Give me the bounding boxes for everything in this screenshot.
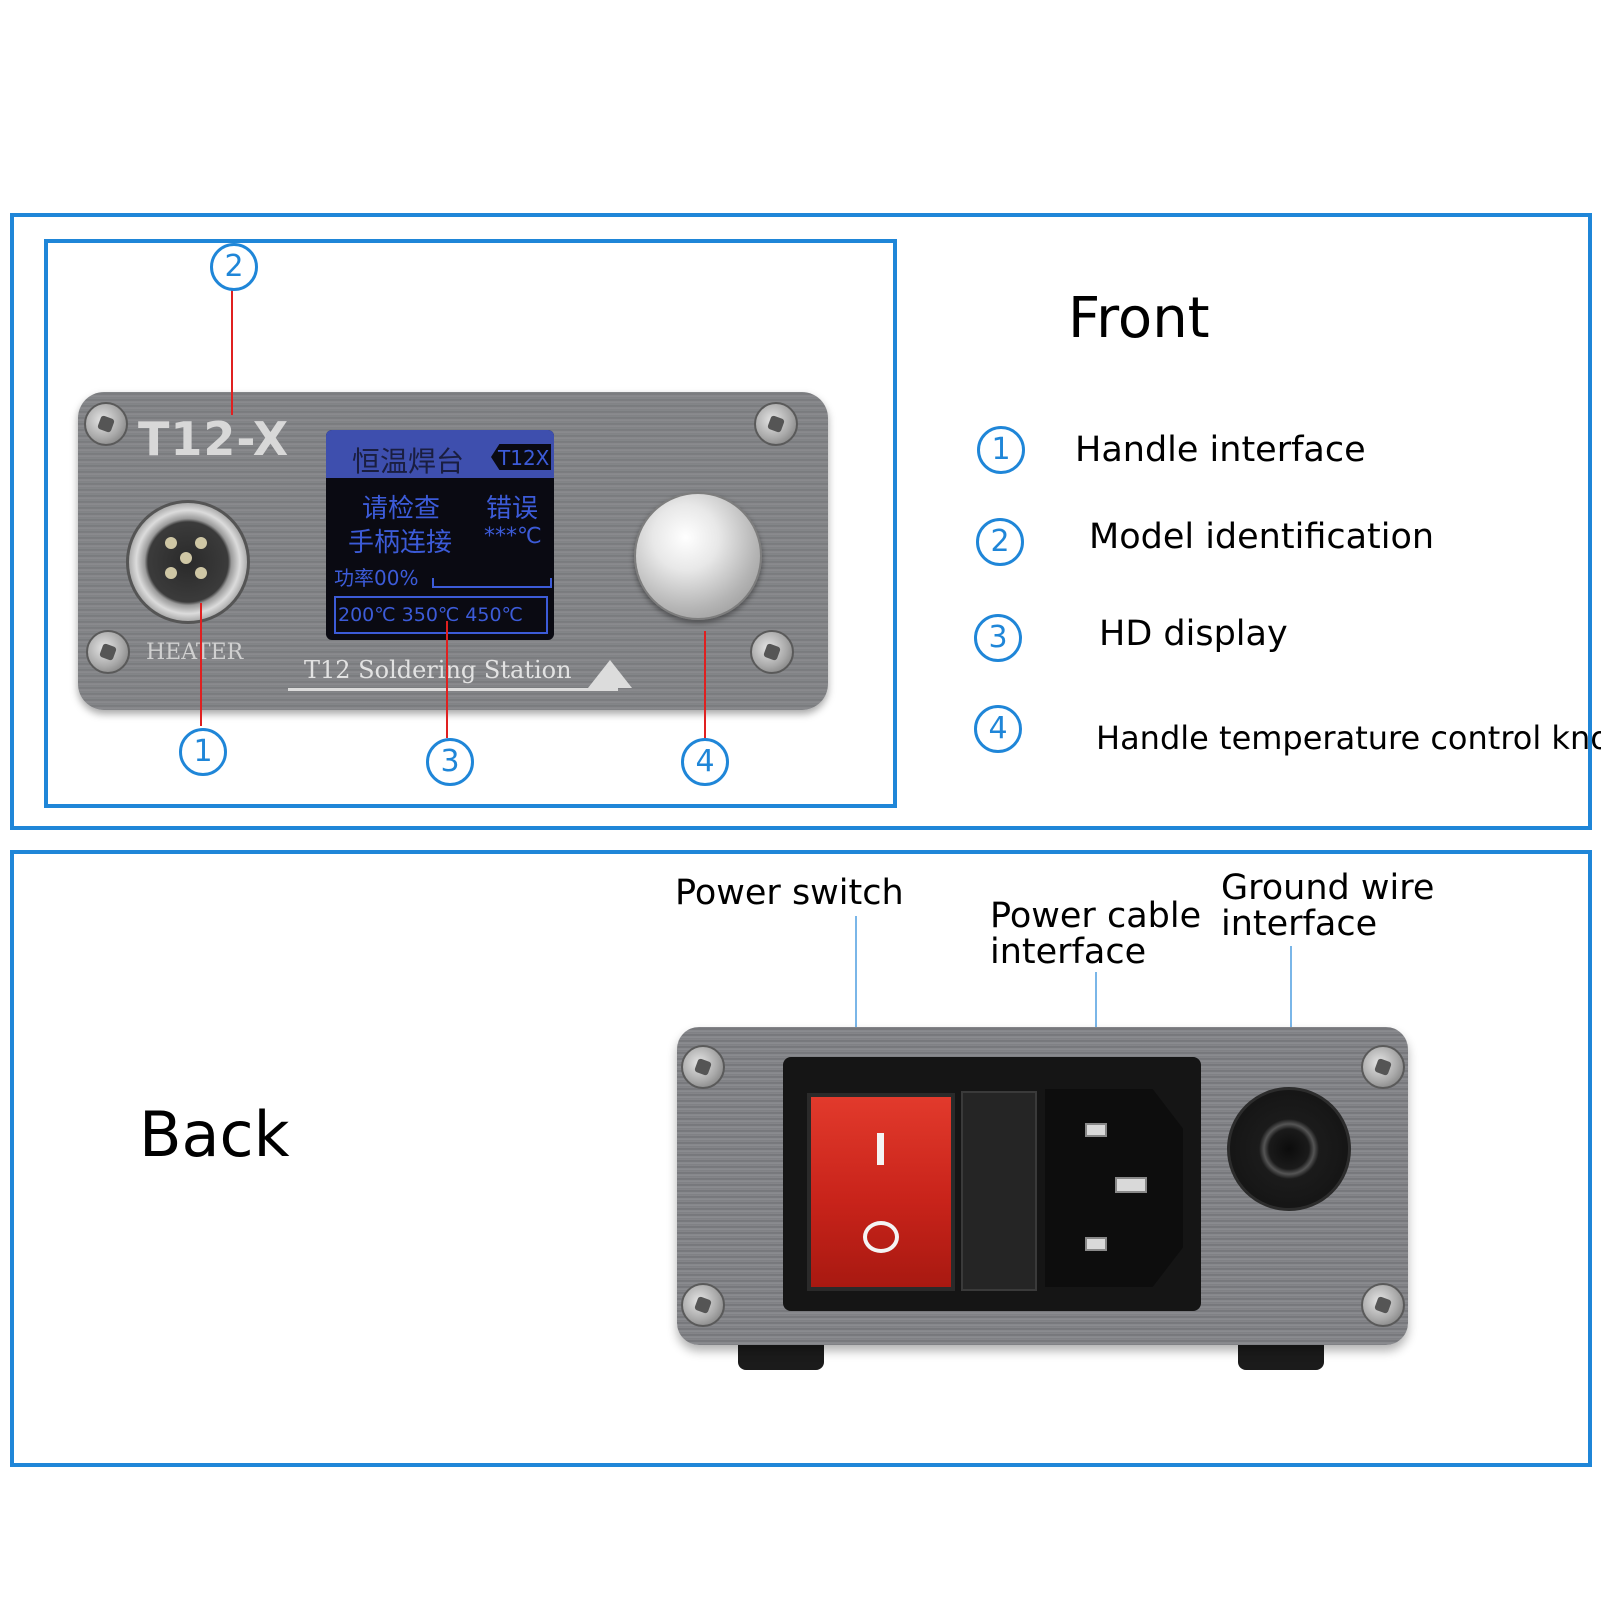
back-section-frame	[10, 850, 1592, 1467]
handle-interface-connector	[126, 500, 250, 624]
device-foot	[738, 1340, 824, 1370]
iec-pin	[1085, 1237, 1107, 1251]
front-photo-frame	[44, 239, 897, 808]
switch-off-mark	[863, 1221, 899, 1253]
leader-ground-wire	[1290, 946, 1292, 1096]
power-cable-label-line2: interface	[990, 932, 1147, 972]
legend-label-1: Handle interface	[1075, 430, 1366, 470]
connector-pin	[195, 567, 207, 579]
model-identification: T12-X	[138, 412, 290, 466]
connector-pin	[180, 552, 192, 564]
front-title: Front	[1068, 286, 1210, 351]
lcd-line1-left: 请检查	[362, 494, 441, 524]
callout-3: 3	[426, 738, 474, 786]
hd-display: 恒温焊台 T12X 请检查 错误 手柄连接 ***℃ 功率00% 200℃ 35…	[326, 430, 554, 640]
fuse-drawer	[961, 1091, 1037, 1291]
connector-pin	[165, 567, 177, 579]
temperature-control-knob	[634, 492, 762, 620]
connector-pin	[165, 537, 177, 549]
screw-icon	[1361, 1283, 1405, 1327]
screw-icon	[681, 1045, 725, 1089]
lcd-preset-box	[334, 596, 548, 634]
leader-power-switch	[855, 916, 857, 1101]
screw-icon	[84, 402, 128, 446]
callout-2: 2	[210, 243, 258, 291]
connector-pin	[195, 537, 207, 549]
brand-label: T12 Soldering Station	[304, 656, 572, 684]
device-foot	[1238, 1340, 1324, 1370]
legend-num-3: 3	[974, 614, 1022, 662]
leader-line-2	[231, 290, 233, 415]
power-entry-module	[783, 1057, 1201, 1311]
lcd-presets: 200℃ 350℃ 450℃	[338, 604, 523, 626]
back-device-panel	[677, 1027, 1408, 1345]
brand-triangle-icon	[588, 660, 632, 688]
power-switch-label: Power switch	[675, 873, 904, 913]
callout-4: 4	[681, 738, 729, 786]
legend-label-4: Handle temperature control knob	[1096, 719, 1601, 757]
leader-line-1	[200, 603, 202, 726]
legend-num-4: 4	[974, 705, 1022, 753]
back-title: Back	[139, 1098, 290, 1171]
screw-icon	[750, 630, 794, 674]
ground-wire-interface	[1227, 1087, 1351, 1211]
legend-label-3: HD display	[1099, 614, 1288, 654]
legend-label-2: Model identification	[1089, 517, 1435, 557]
ground-wire-label-line2: interface	[1221, 904, 1378, 944]
power-cable-interface	[1045, 1089, 1183, 1287]
lcd-line1-right: 错误	[486, 494, 539, 524]
lcd-line2-left: 手柄连接	[348, 528, 453, 558]
front-device-panel: T12-X HEATER 恒温焊台 T12X 请检查 错误 手柄连接 ***℃ …	[78, 392, 828, 710]
leader-line-4	[704, 631, 706, 738]
screw-icon	[681, 1283, 725, 1327]
lcd-power-bar	[432, 578, 552, 588]
iec-pin	[1115, 1177, 1147, 1193]
screw-icon	[1361, 1045, 1405, 1089]
screw-icon	[86, 630, 130, 674]
screw-icon	[754, 402, 798, 446]
brand-underline	[288, 688, 618, 691]
lcd-header-tag	[491, 444, 551, 470]
lcd-line2-right: ***℃	[484, 524, 542, 549]
lcd-header-text: 恒温焊台	[352, 445, 465, 478]
front-section-frame	[10, 213, 1592, 830]
power-switch	[807, 1093, 955, 1291]
switch-on-mark	[877, 1133, 884, 1165]
legend-num-2: 2	[976, 518, 1024, 566]
leader-line-3	[446, 621, 448, 738]
power-cable-label-line1: Power cable	[990, 896, 1202, 936]
lcd-model-tag: T12X	[498, 446, 550, 470]
iec-pin	[1085, 1123, 1107, 1137]
callout-1: 1	[179, 728, 227, 776]
heater-label: HEATER	[146, 640, 244, 665]
legend-num-1: 1	[977, 426, 1025, 474]
ground-wire-label-line1: Ground wire	[1221, 868, 1435, 908]
lcd-power: 功率00%	[334, 566, 419, 590]
